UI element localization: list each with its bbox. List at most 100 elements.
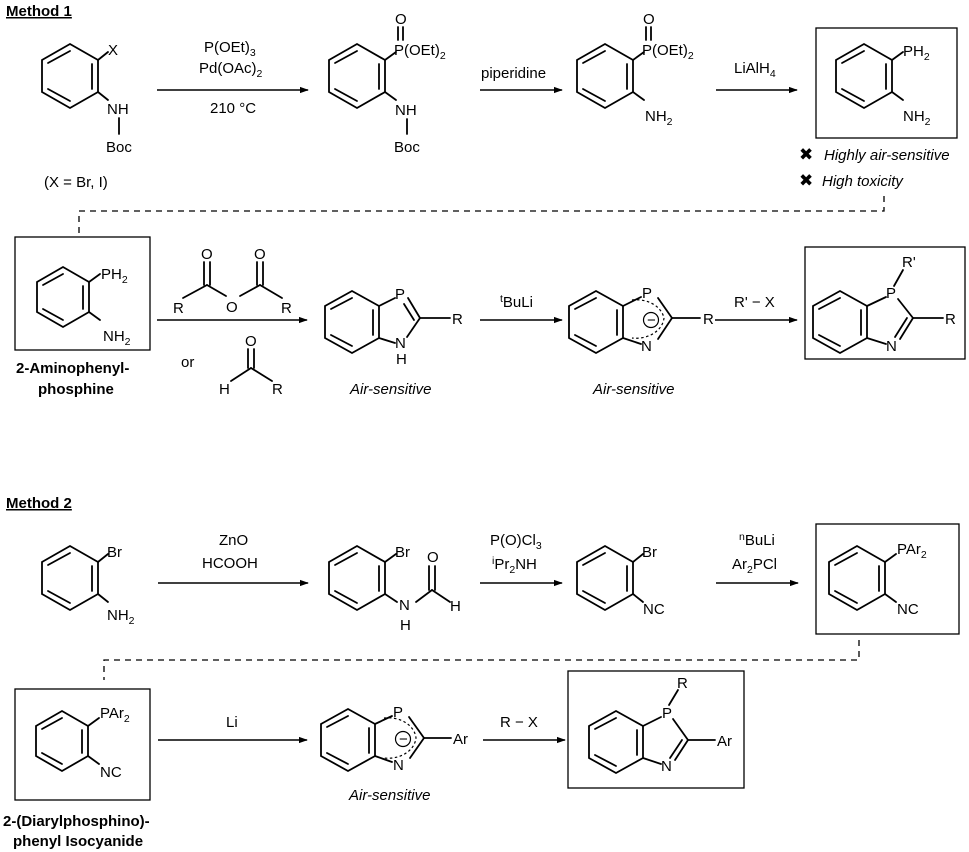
m2-product-nc: NC bbox=[897, 601, 919, 618]
m1-step1-line2: Pd(OAc)2 bbox=[199, 60, 263, 80]
aldehyde-r: R bbox=[272, 381, 283, 398]
bzp-h: H bbox=[396, 351, 407, 368]
m1-intermediate-1: O P(OEt)2 NH Boc bbox=[328, 11, 446, 156]
m2-alkylation-label: R − X bbox=[500, 714, 538, 731]
m1-start-boc: Boc bbox=[106, 139, 132, 156]
m2-step3-line2: Ar2PCl bbox=[732, 556, 777, 576]
m2-step3-line1: nBuLi bbox=[739, 531, 775, 549]
cross-mark-icon: ✖ bbox=[799, 171, 813, 191]
final-p: P bbox=[886, 285, 896, 302]
m1-intermediate-2: O P(OEt)2 NH2 bbox=[576, 11, 694, 128]
anhydride-o-top2: O bbox=[254, 246, 266, 263]
m2-final-product-box bbox=[567, 670, 745, 789]
m2-product-box bbox=[815, 523, 960, 635]
m1-step3: LiAlH4 bbox=[734, 60, 776, 80]
m2-final-p: P bbox=[662, 705, 672, 722]
m1-product-ph2: PH2 bbox=[903, 43, 930, 63]
m2-step2-line1: P(O)Cl3 bbox=[490, 532, 542, 552]
m1-reagent-ph2: PH2 bbox=[101, 266, 128, 286]
m1-step1-line3: 210 °C bbox=[210, 100, 256, 117]
m2-product-par2: PAr2 bbox=[897, 541, 927, 561]
aldehyde-h: H bbox=[219, 381, 230, 398]
tbuli-label: tBuLi bbox=[500, 293, 533, 311]
m2-anion-n: N bbox=[393, 757, 404, 774]
m2-bromophenyl-isocyanide: Br NC bbox=[576, 544, 665, 618]
m1-int2-p: P(OEt)2 bbox=[642, 42, 694, 62]
m1-start-x: X bbox=[108, 42, 118, 59]
m2-int2-br: Br bbox=[642, 544, 657, 561]
m1-int1-o: O bbox=[395, 11, 407, 28]
m1-start-nh: NH bbox=[107, 101, 129, 118]
m1-step2: piperidine bbox=[481, 65, 546, 82]
anion-r: R bbox=[703, 311, 714, 328]
anhydride-o-top1: O bbox=[201, 246, 213, 263]
m1-final-product-box bbox=[804, 246, 966, 360]
m1-reagent-name-2: phosphine bbox=[38, 381, 114, 398]
aldehyde-o: O bbox=[245, 333, 257, 350]
m2-start-br: Br bbox=[107, 544, 122, 561]
final-r: R bbox=[945, 311, 956, 328]
m1-reagent-box bbox=[14, 236, 151, 351]
aldehyde-reagent: O H R bbox=[219, 333, 283, 398]
m1-reagent-aminophenylphosphine: PH2 NH2 bbox=[36, 265, 131, 348]
m2-step2-line2: iPr2NH bbox=[492, 555, 537, 576]
m1-product-aminophenylphosphine: PH2 NH2 bbox=[835, 42, 931, 128]
m2-anion-ar: Ar bbox=[453, 731, 468, 748]
bzp-n: N bbox=[395, 335, 406, 352]
benzazaphospholide-anion: − P R N Air-sensitive bbox=[568, 285, 714, 398]
m2-dashed-connector bbox=[103, 640, 860, 680]
anion-p: P bbox=[642, 285, 652, 302]
m2-benzazaphospholide-anion: − P Ar N Air-sensitive bbox=[320, 704, 468, 804]
m2-int1-br: Br bbox=[395, 544, 410, 561]
m1-reagent-name-1: 2-Aminophenyl- bbox=[16, 360, 129, 377]
final-rprime: R' bbox=[902, 254, 916, 271]
m2-int1-n: N bbox=[399, 597, 410, 614]
m1-product-box bbox=[815, 27, 958, 139]
m2-reagent-name-2: phenyl Isocyanide bbox=[13, 833, 143, 850]
m1-final-product: P R' R N bbox=[812, 254, 956, 355]
m2-anion-p: P bbox=[393, 704, 403, 721]
li-label: Li bbox=[226, 714, 238, 731]
m1-reagent-nh2: NH2 bbox=[103, 328, 131, 348]
bzp-note: Air-sensitive bbox=[349, 381, 431, 398]
anion-note: Air-sensitive bbox=[592, 381, 674, 398]
m2-reagent-phosphino-isocyanide: PAr2 NC bbox=[35, 705, 130, 781]
m1-int2-nh2: NH2 bbox=[645, 108, 673, 128]
m2-product-phosphino-isocyanide: PAr2 NC bbox=[828, 541, 927, 618]
or-label: or bbox=[181, 354, 194, 371]
m1-warnings: ✖ Highly air-sensitive ✖ High toxicity bbox=[799, 145, 950, 191]
m1-product-nh2: NH2 bbox=[903, 108, 931, 128]
m2-final-r: R bbox=[677, 675, 688, 692]
alkylation-label: R' − X bbox=[734, 294, 775, 311]
anhydride-r1: R bbox=[173, 300, 184, 317]
m2-reagent-nc: NC bbox=[100, 764, 122, 781]
m2-reagent-box bbox=[14, 688, 151, 801]
anhydride-o: O bbox=[226, 299, 238, 316]
m2-start-nh2: NH2 bbox=[107, 607, 135, 627]
m1-int1-boc: Boc bbox=[394, 139, 420, 156]
m1-step1-line1: P(OEt)3 bbox=[204, 39, 256, 59]
bzp-r: R bbox=[452, 311, 463, 328]
m2-anion-note: Air-sensitive bbox=[348, 787, 430, 804]
m1-start-note: (X = Br, I) bbox=[44, 174, 108, 191]
m2-step1-line1: ZnO bbox=[219, 532, 248, 549]
m2-final-n: N bbox=[661, 758, 672, 775]
m2-step1-line2: HCOOH bbox=[202, 555, 258, 572]
warning-air-sensitive: Highly air-sensitive bbox=[824, 147, 950, 164]
anion-n: N bbox=[641, 338, 652, 355]
cross-mark-icon: ✖ bbox=[799, 145, 813, 165]
warning-toxicity: High toxicity bbox=[822, 173, 904, 190]
m2-start-material: Br NH2 bbox=[41, 544, 135, 627]
m2-formamide: Br N H O H bbox=[328, 544, 461, 634]
m2-int2-nc: NC bbox=[643, 601, 665, 618]
bzp-p: P bbox=[395, 286, 405, 303]
m2-int1-nh-h: H bbox=[400, 617, 411, 634]
m2-reagent-par2: PAr2 bbox=[100, 705, 130, 725]
m2-int1-h: H bbox=[450, 598, 461, 615]
final-n: N bbox=[886, 338, 897, 355]
method1-title: Method 1 bbox=[6, 3, 72, 20]
anhydride-r2: R bbox=[281, 300, 292, 317]
m2-anion-charge: − bbox=[399, 731, 408, 748]
